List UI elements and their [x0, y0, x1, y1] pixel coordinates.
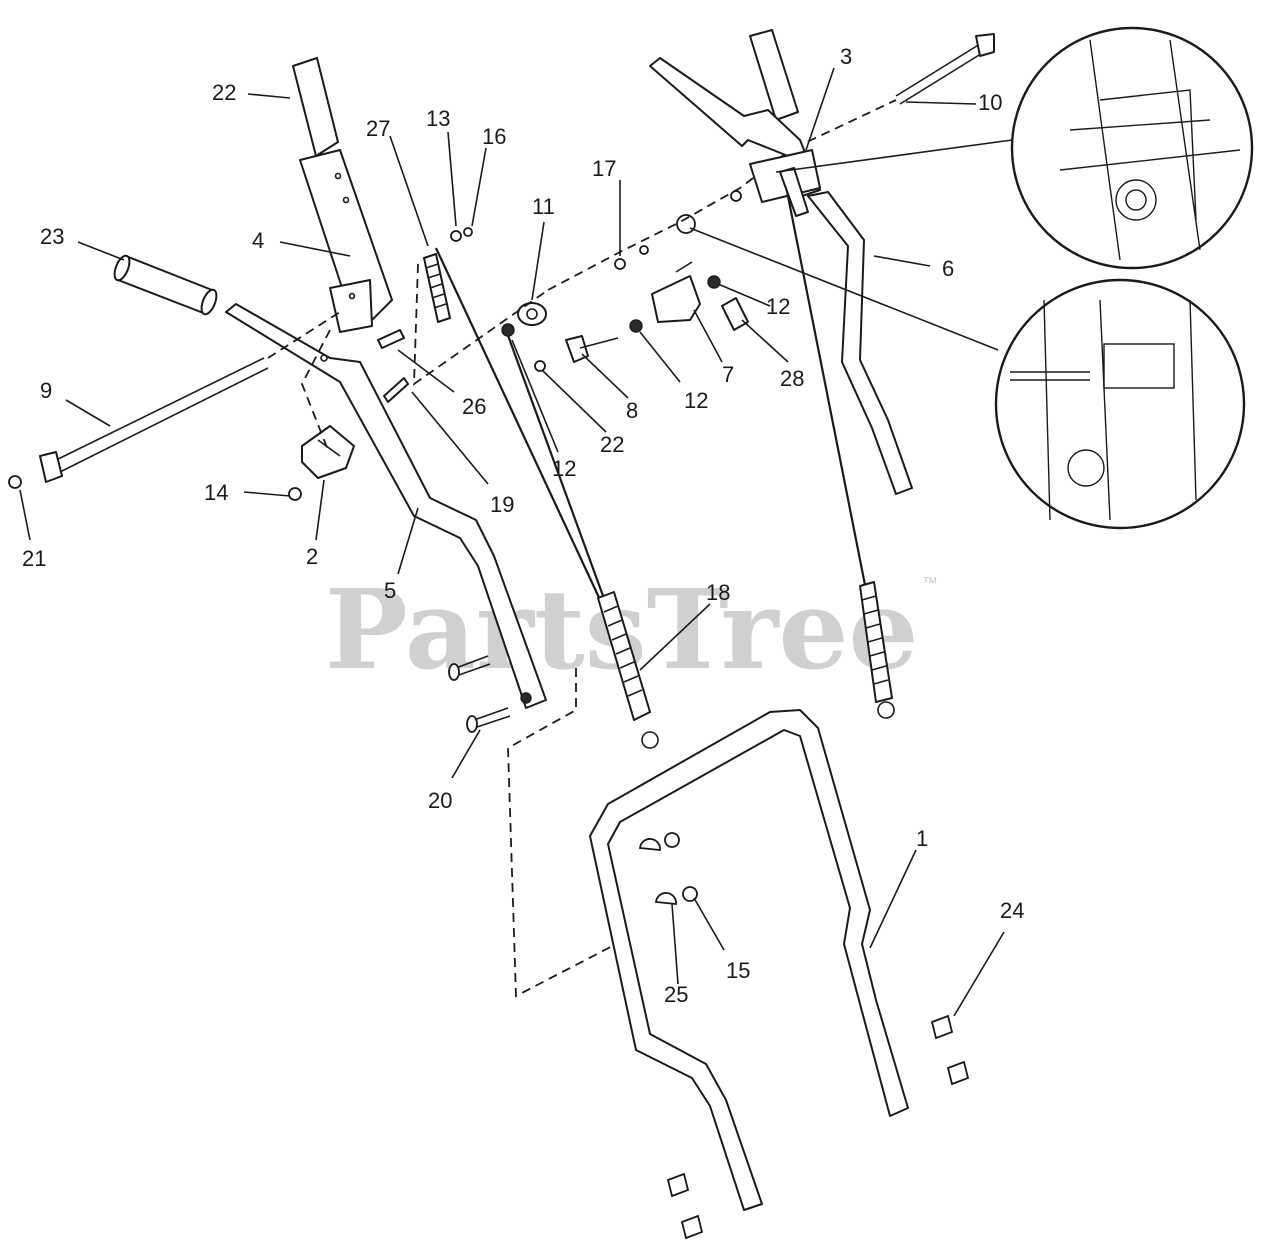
- callout-12-a: 12: [552, 456, 576, 481]
- callout-26: 23: [40, 224, 64, 249]
- part-8-shaft: [565, 335, 619, 363]
- callout-2: 2: [306, 544, 318, 569]
- callout-24: 26: [462, 394, 486, 419]
- callout-12-c: 12: [766, 294, 790, 319]
- callout-13: 19: [490, 492, 514, 517]
- inset-detail-top: [775, 26, 1254, 270]
- callout-27: 27: [366, 116, 390, 141]
- callout-19: 17: [592, 156, 616, 181]
- callout-18: 16: [482, 124, 506, 149]
- callout-14: 20: [428, 788, 452, 813]
- part-7-bracket: [651, 261, 701, 323]
- part-28-spring: [721, 297, 749, 331]
- part-21-bolts: [666, 1014, 970, 1240]
- watermark-tm: ™: [922, 575, 938, 592]
- callout-28: 28: [780, 366, 804, 391]
- callout-21: 24: [1000, 898, 1024, 923]
- part-3-upper-handle-right: [649, 29, 821, 203]
- part-25-grip: [292, 57, 339, 157]
- callout-9: 9: [40, 378, 52, 403]
- part-26-handle-grip: [113, 254, 218, 316]
- part-24-clip: [377, 329, 405, 349]
- part-10-rod: [895, 33, 995, 105]
- callout-22-mid: 22: [600, 432, 624, 457]
- callout-20: 18: [706, 580, 730, 605]
- callout-17: 15: [726, 958, 750, 983]
- callout-4: 4: [252, 228, 264, 253]
- part-5-lower-handle-left: [225, 303, 547, 709]
- part-14-bolts: [448, 655, 511, 733]
- part-4-upper-handle-left: [299, 149, 393, 333]
- part-2-bracket: [301, 425, 355, 479]
- callout-25: 22: [212, 80, 236, 105]
- part-13-pin: [383, 377, 409, 403]
- callout-leaders: [19, 67, 1005, 1017]
- dashed-connectors: [267, 99, 897, 998]
- hardware-small: [8, 190, 742, 905]
- callout-8: 8: [626, 398, 638, 423]
- right-cable: [779, 167, 895, 719]
- left-cable: [435, 247, 659, 749]
- callout-12-b: 12: [684, 388, 708, 413]
- callout-10: 10: [978, 90, 1002, 115]
- callout-5: 5: [384, 578, 396, 603]
- callout-22-left: 21: [22, 546, 46, 571]
- callout-7: 7: [722, 362, 734, 387]
- part-11-bushing: [517, 302, 547, 326]
- callout-6: 6: [942, 256, 954, 281]
- part-1-lower-handle: [589, 709, 909, 1211]
- inset-detail-bottom: [689, 227, 1246, 530]
- callout-11: 11: [532, 194, 555, 219]
- callout-23: 25: [664, 982, 688, 1007]
- callout-labels: 22 23 4 27 13 16 17 11 9 14 21 2 5 19 26…: [22, 44, 1024, 1007]
- part-6-lower-handle-right: [807, 191, 913, 495]
- callout-1: 1: [916, 826, 928, 851]
- callout-16: 14: [204, 480, 228, 505]
- part-27-spring: [423, 253, 451, 323]
- callout-15: 13: [426, 106, 450, 131]
- part-9-rod: [39, 357, 269, 483]
- callout-3: 3: [840, 44, 852, 69]
